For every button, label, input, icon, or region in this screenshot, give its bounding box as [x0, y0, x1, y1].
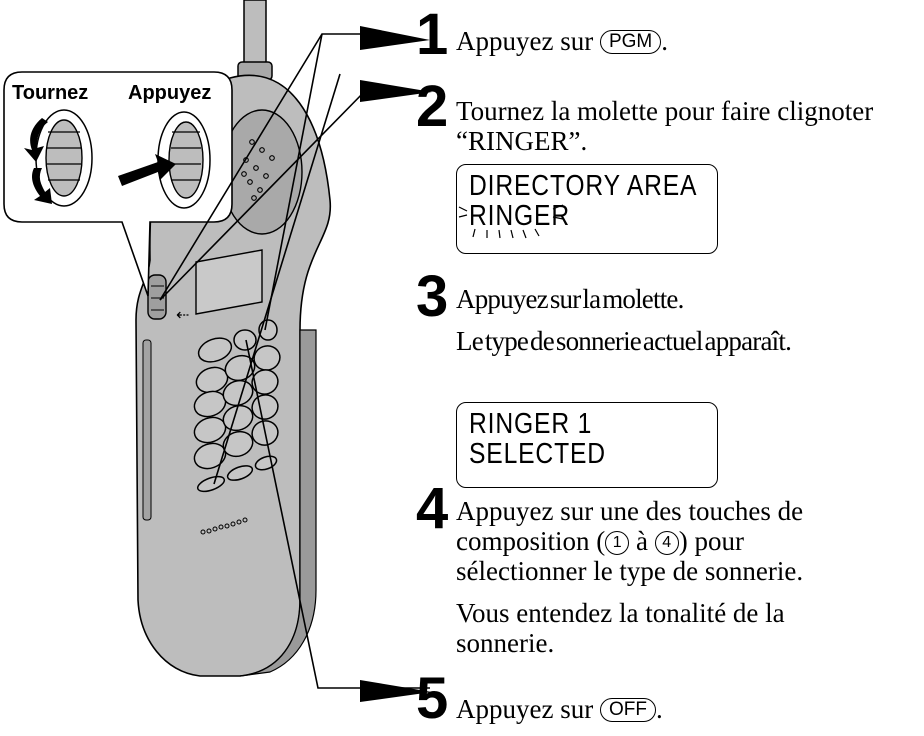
- step-5-post: .: [656, 694, 663, 724]
- step-2-line1: Tournez la molette pour faire clignoter: [456, 96, 873, 126]
- step-4-line2-pre: composition (: [456, 526, 605, 556]
- step-number-5: 5: [416, 670, 448, 728]
- step-number-1: 1: [416, 6, 448, 64]
- step-5-pre: Appuyez sur: [456, 694, 593, 724]
- earpiece: [222, 110, 302, 234]
- step-4-line3: sélectionner le type de sonnerie.: [456, 556, 803, 586]
- step-4-line4: Vous entendez la tonalité de la: [456, 598, 785, 628]
- phone-display: [196, 250, 262, 314]
- lcd-2-line1: RINGER 1: [469, 409, 592, 439]
- lcd-display-1: DIRECTORY AREA RINGER: [456, 164, 718, 254]
- digit-key-4: 4: [655, 531, 679, 555]
- step-3-line1: Appuyez sur la molette.: [456, 284, 684, 314]
- step-number-2: 2: [416, 78, 448, 136]
- step-4-line2-mid: à: [629, 526, 654, 556]
- step-2-line2: “RINGER”.: [456, 126, 587, 156]
- step-4-line2-post: ) pour: [679, 526, 744, 556]
- step-1-post: .: [661, 26, 668, 56]
- step-1-pre: Appuyez sur: [456, 26, 593, 56]
- step-1-text: Appuyez sur PGM.: [456, 26, 668, 56]
- lcd-2-line2: SELECTED: [469, 439, 606, 469]
- off-key: OFF: [600, 698, 656, 722]
- step-4-line1: Appuyez sur une des touches de: [456, 496, 803, 526]
- pgm-key: PGM: [600, 30, 661, 54]
- callout-label-press: Appuyez: [128, 82, 211, 105]
- digit-key-1: 1: [605, 531, 629, 555]
- step-3-line2: Le type de sonnerie actuel apparaît.: [456, 326, 791, 356]
- step-5-text: Appuyez sur OFF.: [456, 694, 663, 724]
- step-4-line2: composition (1 à 4) pour: [456, 526, 744, 556]
- blink-indicator-icon: [457, 195, 577, 239]
- step-number-4: 4: [416, 480, 448, 538]
- lcd-display-2: RINGER 1 SELECTED: [456, 402, 718, 488]
- step-4-line5: sonnerie.: [456, 628, 554, 658]
- callout-label-turn: Tournez: [12, 82, 88, 105]
- svg-text:⇠: ⇠: [176, 307, 189, 324]
- step-number-3: 3: [416, 268, 448, 326]
